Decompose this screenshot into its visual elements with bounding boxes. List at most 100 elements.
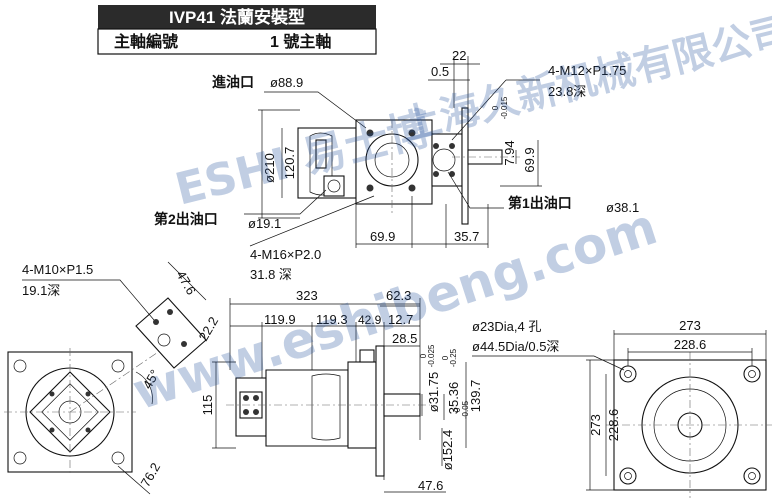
incline-flange <box>135 297 207 369</box>
dim-3536-tol-top: 0 <box>441 355 450 360</box>
left-bolt-4 <box>85 427 91 433</box>
left-hole-2 <box>111 359 125 373</box>
dim-476b: 47.6 <box>418 478 443 493</box>
dim-699-bot: 69.9 <box>370 229 395 244</box>
dim-2286-side: 228.6 <box>606 409 621 442</box>
side-view: 323 62.3 119.9 119.3 42.9 12.7 28.5 <box>200 288 483 493</box>
side-inlet-stub <box>359 349 375 363</box>
screw1-depth: 23.8深 <box>548 84 586 99</box>
top-bolt-1 <box>366 129 374 137</box>
left-port-inner <box>41 383 99 441</box>
dim-357: 35.7 <box>454 229 479 244</box>
top-outlet1-bolt-1 <box>433 143 439 149</box>
top-outlet2-port <box>315 139 327 169</box>
dim-476: 47.6 <box>173 268 199 297</box>
side-mount-flange <box>375 345 385 477</box>
side-outlet2-bolt-1 <box>243 395 249 401</box>
screw3-depth: 19.1深 <box>22 283 60 298</box>
model-title: IVP41 法蘭安裝型 <box>169 7 305 27</box>
dim-127: 12.7 <box>388 312 413 327</box>
screw1-leader <box>451 79 540 141</box>
dim-1524-tol-top: 0 <box>453 407 462 412</box>
outlet2-dia: ø19.1 <box>248 216 281 231</box>
outlet1-leader <box>447 171 504 209</box>
outlet2-label: 第2出油口 <box>154 211 218 227</box>
dim-3536-tol-bot: -0.25 <box>449 348 458 367</box>
dim-d1207: 120.7 <box>282 147 297 180</box>
dim-2286-top: 228.6 <box>674 337 707 352</box>
dim-762-line <box>117 465 151 495</box>
inlet-label: 進油口 <box>212 74 254 90</box>
flange-hole-leader <box>472 355 625 371</box>
shaft-label: 主軸編號 <box>114 32 178 51</box>
dim-794: 7.94 <box>502 140 517 165</box>
left-hole-1 <box>13 359 27 373</box>
left-bolt-1 <box>49 391 55 397</box>
dim-285: 28.5 <box>392 331 417 346</box>
dim-476-line <box>167 261 207 301</box>
screw2-label: 4-M16×P2.0 <box>250 247 321 262</box>
dim-273-side: 273 <box>588 414 603 436</box>
flange-spot-label: ø44.5Dia/0.5深 <box>472 339 559 354</box>
dim-1524-tol-bot: -0.05 <box>461 400 470 419</box>
dim-623: 62.3 <box>386 288 411 303</box>
flange-hole-3-inner <box>624 472 632 480</box>
flange-hole-2 <box>743 365 761 383</box>
title-block: IVP41 法蘭安裝型 主軸編號 1 號主軸 <box>97 5 377 55</box>
dim-323: 323 <box>296 288 318 303</box>
incline-bolt-1 <box>153 319 159 325</box>
outlet2-leader <box>244 189 327 215</box>
dim-1397: 139.7 <box>468 380 483 413</box>
incline-bolt-3 <box>167 309 173 315</box>
dim-3175-tol-top: 0 <box>419 353 428 358</box>
top-bolt-3 <box>366 184 374 192</box>
flange-hole-3 <box>619 467 637 485</box>
flange-hole-4 <box>743 467 761 485</box>
screw3-label: 4-M10×P1.5 <box>22 262 93 277</box>
outlet1-dia: ø38.1 <box>606 200 639 215</box>
dim-699-side: 69.9 <box>522 147 537 172</box>
side-outlet2-bolt-2 <box>253 395 259 401</box>
left-hole-4 <box>111 451 125 465</box>
top-outlet2-bore <box>327 179 341 193</box>
top-front-body <box>431 133 463 187</box>
incline-bolt-2 <box>181 341 187 347</box>
dim-45-arc <box>135 371 153 405</box>
flange-hole-2-inner <box>748 370 756 378</box>
dim-115: 115 <box>200 395 215 416</box>
left-bolt-2 <box>85 391 91 397</box>
top-outlet2-flange <box>323 175 345 197</box>
left-diag-centerline <box>69 343 171 413</box>
outlet1-label: 第1出油口 <box>508 195 572 211</box>
flange-hole-label: ø23Dia,4 孔 <box>472 319 541 334</box>
dim-3536: 35.36 <box>446 382 461 415</box>
incline-port <box>157 333 171 347</box>
dim-762: 76.2 <box>138 460 164 489</box>
left-end-view: 4-M10×P1.5 19.1深 47.6 22.2 45° 76.2 <box>4 261 221 495</box>
top-bolt-4 <box>408 184 416 192</box>
dim-794-tol-top: 0 <box>491 105 500 110</box>
dim-22: 22 <box>452 48 466 63</box>
screw1-label: 4-M12×P1.75 <box>548 63 626 78</box>
flange-hole-1-inner <box>624 370 632 378</box>
inlet-leader <box>264 91 367 129</box>
shaft-row <box>97 28 377 55</box>
flange-view: 273 228.6 273 228.6 ø23Dia,4 孔 ø44.5Dia/… <box>472 318 772 498</box>
dim-794-tol-bot: -0.015 <box>500 96 509 119</box>
watermark-line2: 上海久新机械有限公司 <box>396 8 772 149</box>
flange-hole-1 <box>619 365 637 383</box>
side-outlet2-bolt-4 <box>253 409 259 415</box>
top-outlet1-bore <box>432 148 456 172</box>
dim-1199: 119.9 <box>264 312 296 327</box>
screw2-leader <box>249 195 375 247</box>
side-body-contour <box>311 373 341 441</box>
dim-429: 42.9 <box>358 313 382 327</box>
title-bar <box>98 5 376 29</box>
dim-1193: 119.3 <box>316 312 348 327</box>
side-outlet2-bolt-3 <box>243 409 249 415</box>
top-outlet1-bolt-3 <box>433 171 439 177</box>
flange-hole-4-inner <box>748 472 756 480</box>
screw3-leader <box>22 279 155 321</box>
dim-1524: ø152.4 <box>440 430 455 470</box>
